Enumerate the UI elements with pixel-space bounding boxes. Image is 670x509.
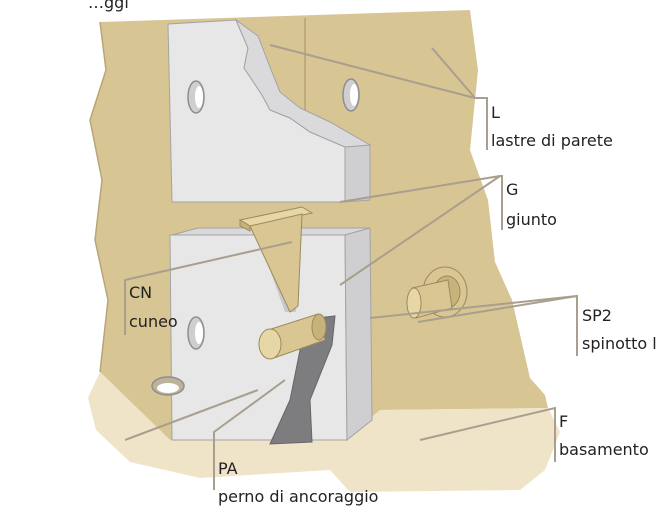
anchor-plate [269,315,336,445]
spinotto-shaft-end [406,287,422,319]
label-L-text: lastre di parete [491,131,613,150]
leader-G-2 [339,175,501,286]
label-F-code: F [559,412,568,431]
upper-hole-left-inner [195,86,203,108]
lower-panel-side [344,227,373,442]
anchor-pin-end [311,313,327,341]
floor-slab [88,372,560,492]
label-PA-text: perno di ancoraggio [218,487,378,506]
leader-SP2-2 [417,295,578,323]
leader-PA [213,379,286,490]
anchor-pin-face [258,328,282,360]
label-G-text: giunto [506,210,557,229]
upper-hole-right-inner [350,84,358,106]
wedge-front [239,219,251,232]
label-L-code: L [491,103,500,122]
leader-CN [124,241,293,335]
label-G-code: G [506,180,518,199]
upper-panel-side [344,144,371,203]
leader-lines [124,44,578,490]
leader-L-1 [269,44,488,150]
label-F-text: basamento [559,440,649,459]
label-PA-code: PA [218,459,238,478]
label-top-cut: …ggi [88,0,129,12]
lower-hole-inner [195,322,203,344]
label-CN-code: CN [129,283,152,302]
label-CN-text: cuneo [129,312,178,331]
label-SP2-code: SP2 [582,306,612,325]
floor-hole-inner [157,383,179,393]
upper-panel-break-top [234,18,372,148]
wedge-body [249,213,303,313]
leader-F [419,406,556,462]
wall-left-edge [89,21,109,373]
leader-L-2 [431,47,476,99]
floor-edge-line [124,389,259,441]
leader-G-1 [339,175,503,230]
label-SP2-text: spinotto l [582,334,657,353]
